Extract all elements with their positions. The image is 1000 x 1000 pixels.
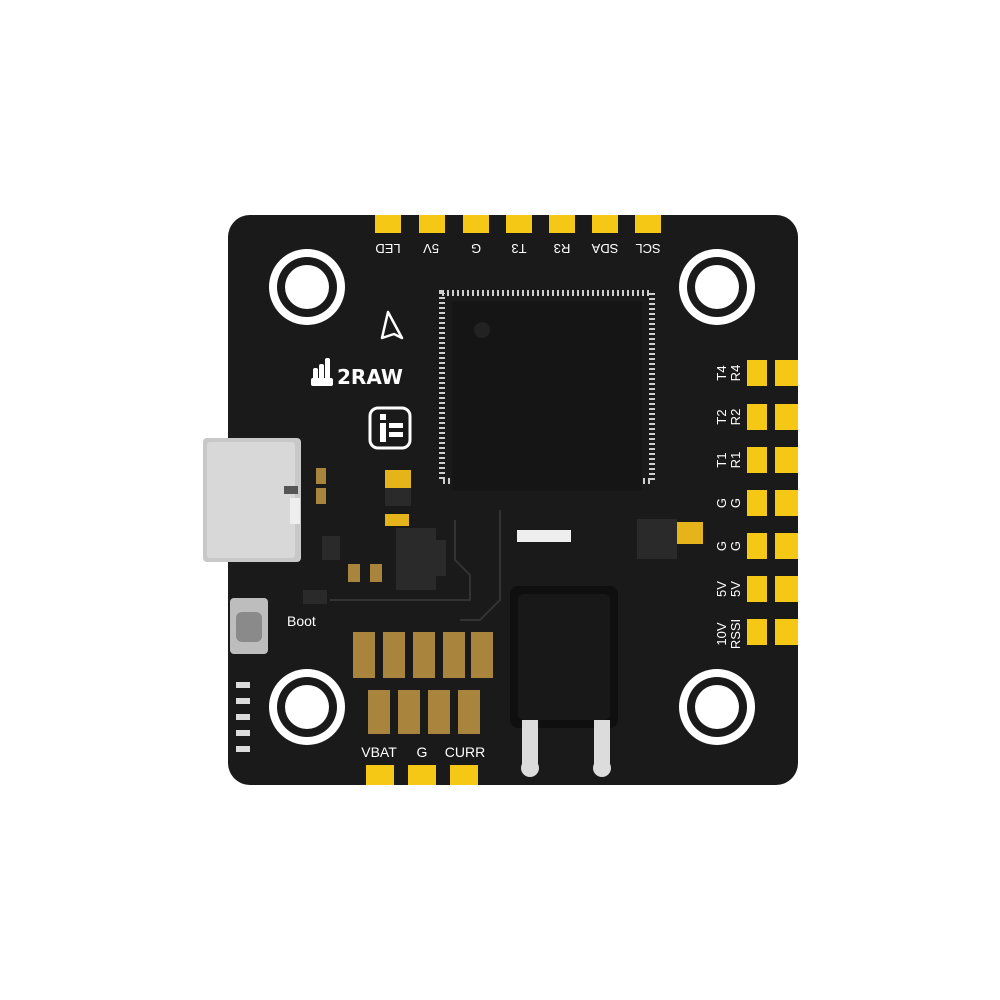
boot-label: Boot xyxy=(287,613,316,629)
top-pad-label: T3 xyxy=(511,241,526,256)
electrolytic-capacitor xyxy=(510,586,618,777)
right-pad-label: R1 xyxy=(728,452,743,469)
bottom-pad-label: G xyxy=(417,744,428,760)
mount-hole-top-right xyxy=(679,249,755,325)
right-pad-label: T2 xyxy=(714,409,729,424)
top-pad xyxy=(549,215,575,233)
right-pad-label: G xyxy=(728,541,743,551)
top-pad-label: R3 xyxy=(554,241,571,256)
top-pad xyxy=(375,215,401,233)
top-pad-labels: LED 5V G T3 R3 SDA SCL xyxy=(375,241,660,256)
top-pad xyxy=(419,215,445,233)
top-pad xyxy=(592,215,618,233)
right-pad-label: 5V xyxy=(714,581,729,597)
top-pad-label: LED xyxy=(375,241,400,256)
right-pad-labels: T4 R4 T2 R2 T1 R1 G G G G 5V 5V 10V RSSI xyxy=(714,365,743,649)
mount-hole-bottom-right xyxy=(679,669,755,745)
top-pad xyxy=(463,215,489,233)
right-pad-label: G xyxy=(714,541,729,551)
arrow-up-icon xyxy=(380,310,404,340)
power-pads-lower xyxy=(368,690,480,734)
mount-hole-top-left xyxy=(269,249,345,325)
usb-c-connector xyxy=(203,438,301,562)
top-pad xyxy=(506,215,532,233)
boot-button xyxy=(230,598,268,654)
top-pad-label: SDA xyxy=(591,241,618,256)
top-pad xyxy=(635,215,661,233)
top-pad-label: 5V xyxy=(423,241,439,256)
right-pad-label: G xyxy=(714,498,729,508)
right-pad-label: 10V xyxy=(714,622,729,645)
right-pad-label: RSSI xyxy=(728,619,743,649)
power-pads-upper xyxy=(353,632,493,678)
right-pad-label: R4 xyxy=(728,365,743,382)
right-pad-label: G xyxy=(728,498,743,508)
bottom-pad-labels: VBAT G CURR xyxy=(361,744,485,760)
top-pad-label: SCL xyxy=(635,241,660,256)
brand-text: 2RAW xyxy=(337,365,403,389)
bottom-pad-row xyxy=(366,765,478,785)
top-pad-label: G xyxy=(471,241,481,256)
mount-hole-bottom-left xyxy=(269,669,345,745)
smd-components xyxy=(303,468,703,604)
bottom-pad-label: CURR xyxy=(445,744,485,760)
right-pad-label: 5V xyxy=(728,581,743,597)
right-pad-label: R2 xyxy=(728,409,743,426)
mcu-chip xyxy=(439,290,655,491)
left-edge-pads xyxy=(236,682,250,752)
right-pad-label: T1 xyxy=(714,452,729,467)
right-pad-grid xyxy=(747,360,798,645)
betaflight-i-icon xyxy=(368,406,412,450)
right-pad-label: T4 xyxy=(714,365,729,380)
top-pad-row xyxy=(375,215,661,233)
pcb-traces xyxy=(330,510,501,621)
bottom-pad-label: VBAT xyxy=(361,744,397,760)
hand-logo-icon xyxy=(311,358,333,386)
